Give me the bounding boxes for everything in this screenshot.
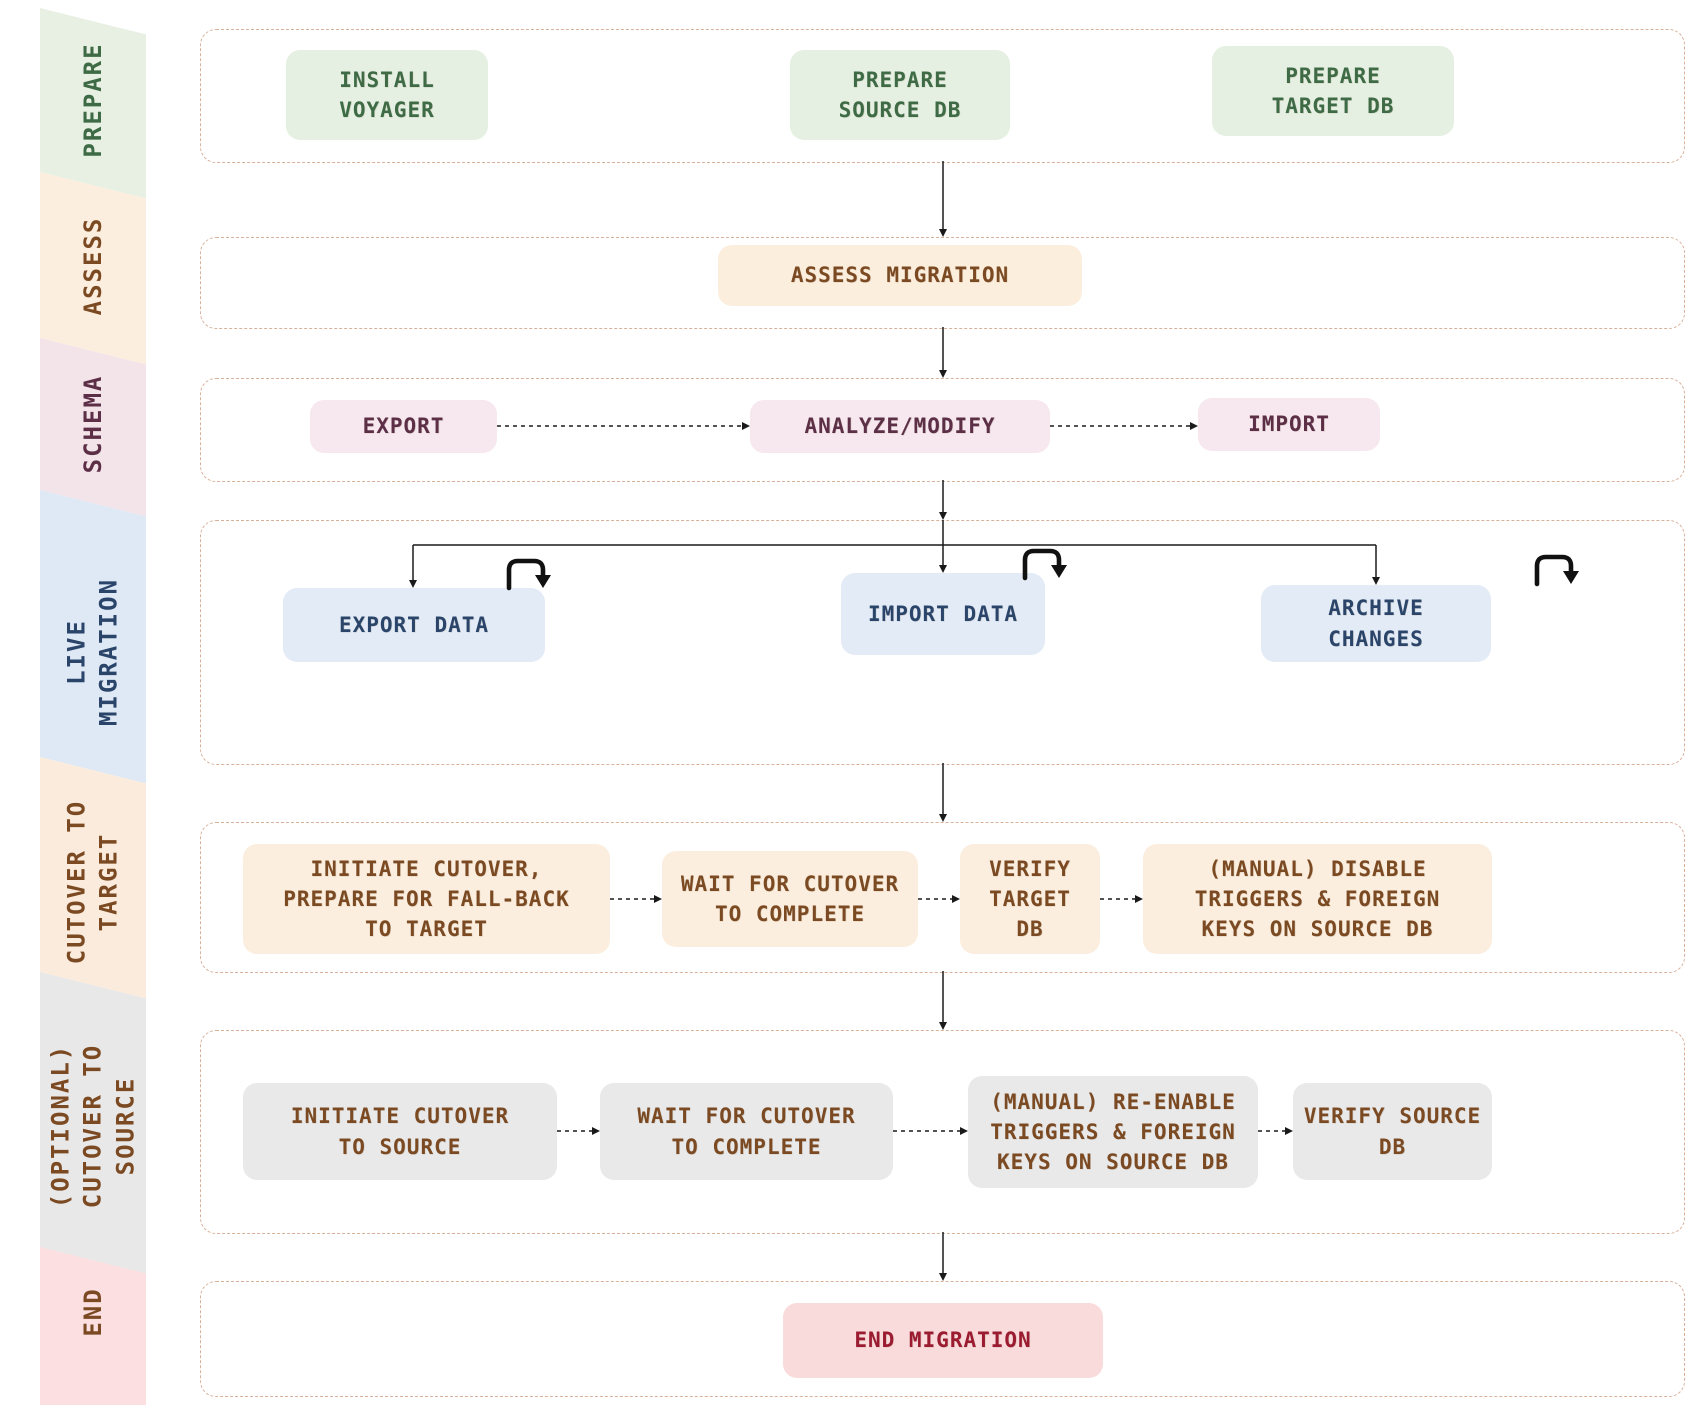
node-initiate-cutover-target[interactable]: INITIATE CUTOVER, PREPARE FOR FALL-BACK … (243, 844, 610, 954)
node-install-voyager[interactable]: INSTALL VOYAGER (286, 50, 488, 140)
node-analyze-modify-schema[interactable]: ANALYZE/MODIFY (750, 400, 1050, 453)
node-archive-changes[interactable]: ARCHIVE CHANGES (1261, 585, 1491, 662)
node-assess-migration[interactable]: ASSESS MIGRATION (718, 245, 1082, 306)
phase-label-optional-cutover-source: (OPTIONAL) CUTOVER TO SOURCE (46, 1043, 140, 1209)
phase-label-end: END (78, 1287, 107, 1337)
node-verify-target-db[interactable]: VERIFY TARGET DB (960, 844, 1100, 954)
phase-label-prepare: PREPARE (78, 42, 107, 158)
row-end-container (200, 1281, 1685, 1397)
phase-label-assess: ASSESS (78, 216, 107, 316)
node-export-data[interactable]: EXPORT DATA (283, 588, 545, 662)
node-manual-disable-triggers[interactable]: (MANUAL) DISABLE TRIGGERS & FOREIGN KEYS… (1143, 844, 1492, 954)
repeat-icon (1528, 552, 1582, 594)
node-wait-cutover-source[interactable]: WAIT FOR CUTOVER TO COMPLETE (600, 1083, 893, 1180)
phase-label-schema: SCHEMA (78, 374, 107, 474)
node-prepare-source-db[interactable]: PREPARE SOURCE DB (790, 50, 1010, 140)
phase-label-cutover-target: CUTOVER TO TARGET (62, 799, 123, 965)
node-import-data[interactable]: IMPORT DATA (841, 573, 1045, 655)
node-prepare-target-db[interactable]: PREPARE TARGET DB (1212, 46, 1454, 136)
node-export-schema[interactable]: EXPORT (310, 400, 497, 453)
node-wait-cutover-target[interactable]: WAIT FOR CUTOVER TO COMPLETE (662, 851, 918, 947)
repeat-icon (500, 556, 554, 598)
node-end-migration[interactable]: END MIGRATION (783, 1303, 1103, 1378)
node-initiate-cutover-source[interactable]: INITIATE CUTOVER TO SOURCE (243, 1083, 557, 1180)
phase-label-live-migration: LIVE MIGRATION (62, 577, 123, 727)
node-manual-reenable-triggers[interactable]: (MANUAL) RE-ENABLE TRIGGERS & FOREIGN KE… (968, 1076, 1258, 1188)
node-import-schema[interactable]: IMPORT (1198, 398, 1380, 451)
node-verify-source-db[interactable]: VERIFY SOURCE DB (1293, 1083, 1492, 1180)
repeat-icon (1016, 546, 1070, 588)
